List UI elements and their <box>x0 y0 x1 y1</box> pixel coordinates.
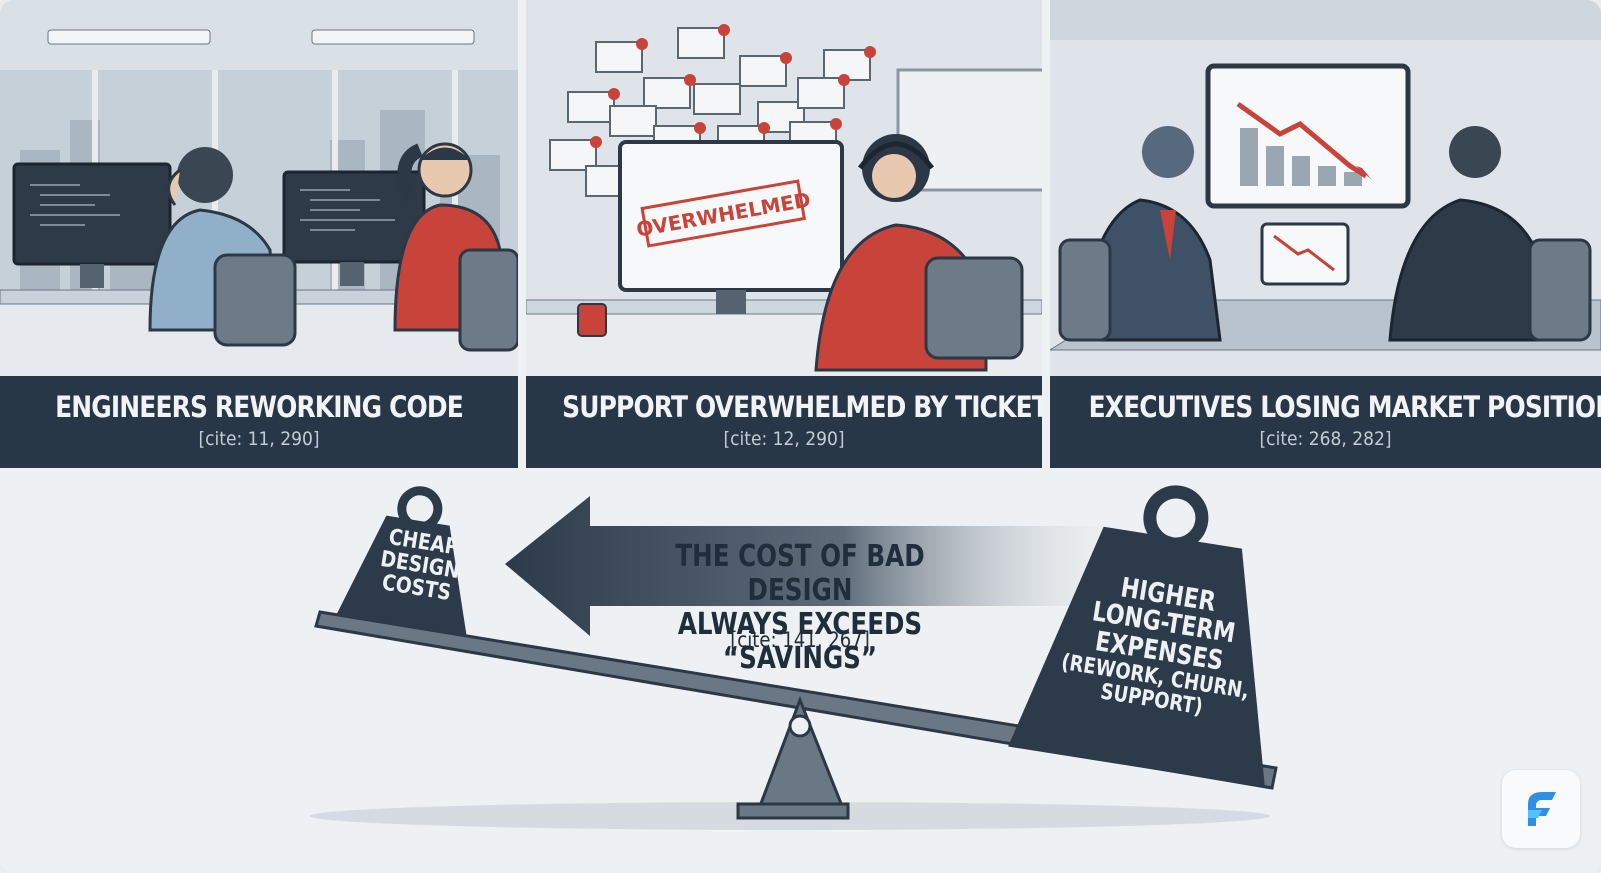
panel-title: ENGINEERS REWORKING CODE <box>55 390 464 424</box>
panel-support: OVERWHELMED SUPPORT OVERWHELMED BY TICKE… <box>526 0 1042 468</box>
panel-engineers: ENGINEERS REWORKING CODE [cite: 11, 290] <box>0 0 518 468</box>
seesaw-illustration <box>310 485 1278 830</box>
logo-icon <box>1502 770 1580 848</box>
caption-support: SUPPORT OVERWHELMED BY TICKETS [cite: 12… <box>526 376 1042 468</box>
panel-title: EXECUTIVES LOSING MARKET POSITION <box>1088 390 1601 424</box>
panel-title: SUPPORT OVERWHELMED BY TICKETS <box>562 390 1042 424</box>
arrow-shape <box>505 496 1120 636</box>
right-weight <box>1008 485 1265 788</box>
panel-cite: [cite: 268, 282] <box>1259 428 1392 450</box>
caption-engineers: ENGINEERS REWORKING CODE [cite: 11, 290] <box>0 376 518 468</box>
panel-cite: [cite: 12, 290] <box>723 428 845 450</box>
arrow-message-line: THE COST OF BAD DESIGN <box>675 539 925 608</box>
cheap-design-costs-label: CHEAP DESIGN COSTS <box>373 525 468 607</box>
panel-cite: [cite: 11, 290] <box>198 428 320 450</box>
executives-illustration <box>1050 0 1601 380</box>
arrow-cite: [cite: 141, 267] <box>730 628 870 652</box>
arrow-message-line: ALWAYS EXCEEDS “SAVINGS” <box>677 607 923 676</box>
seesaw-section: CHEAP DESIGN COSTS HIGHER LONG-TERM EXPE… <box>0 476 1601 873</box>
panel-executives: EXECUTIVES LOSING MARKET POSITION [cite:… <box>1050 0 1601 468</box>
caption-executives: EXECUTIVES LOSING MARKET POSITION [cite:… <box>1050 376 1601 468</box>
support-illustration: OVERWHELMED <box>526 0 1042 380</box>
left-weight <box>336 486 467 636</box>
engineers-illustration <box>0 0 518 380</box>
arrow-message: THE COST OF BAD DESIGN ALWAYS EXCEEDS “S… <box>628 540 972 676</box>
